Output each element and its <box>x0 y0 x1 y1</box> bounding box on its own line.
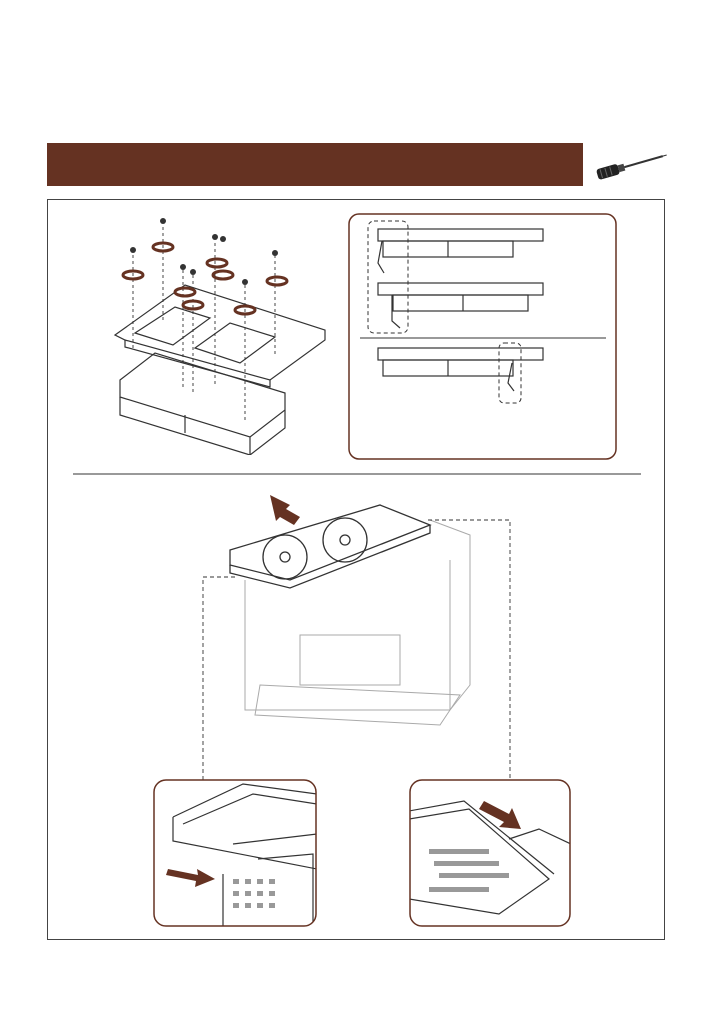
insert-arrow-icon <box>270 495 300 525</box>
rear-rail-detail-callout <box>409 779 571 927</box>
front-rail-detail-callout <box>153 779 317 927</box>
push-arrow-icon <box>166 869 215 887</box>
radiator-orientation-callout <box>348 213 618 460</box>
section-header-bar <box>47 143 583 186</box>
screwdriver-icon <box>590 148 670 182</box>
radiator-bracket-exploded-diagram <box>105 215 330 455</box>
section-divider <box>73 473 641 475</box>
push-arrow-icon <box>479 801 521 829</box>
top-panel-install-diagram <box>200 485 520 785</box>
